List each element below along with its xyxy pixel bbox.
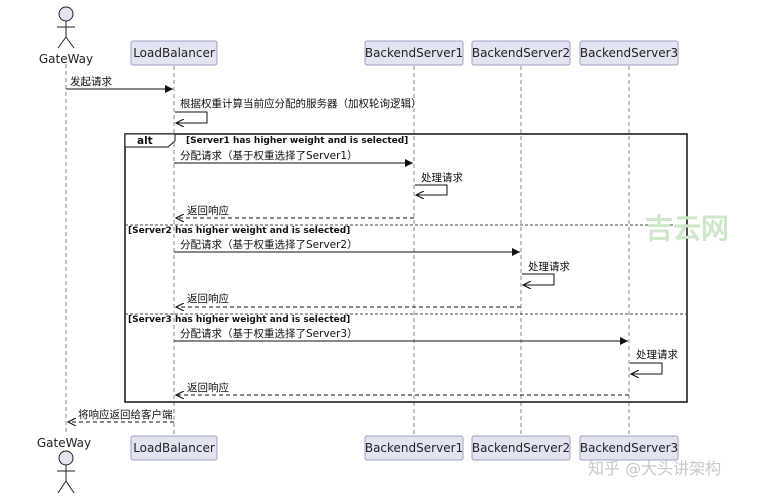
bs3-box-bottom bbox=[579, 435, 679, 461]
bs2-box-bottom bbox=[471, 435, 571, 461]
bs3-box-top bbox=[579, 40, 679, 66]
alt-guard-2: [Server2 has higher weight and is select… bbox=[128, 226, 350, 236]
msg-weight-calc: 根据权重计算当前应分配的服务器（加权轮询逻辑） bbox=[180, 97, 422, 110]
arrow-process-server3 bbox=[630, 362, 663, 374]
msg-return-client: 将响应返回给客户端 bbox=[78, 408, 173, 421]
gateway-label-bottom: GateWay bbox=[37, 436, 91, 450]
msg-assign-server3: 分配请求（基于权重选择了Server3） bbox=[180, 327, 358, 340]
lb-label-top: LoadBalancer bbox=[133, 46, 215, 60]
lb-label-bottom: LoadBalancer bbox=[133, 441, 215, 455]
msg-response-server3: 返回响应 bbox=[187, 381, 229, 394]
alt-frame bbox=[124, 133, 688, 403]
bs1-label-top: BackendServer1 bbox=[365, 46, 463, 60]
bs3-label-bottom: BackendServer3 bbox=[580, 441, 678, 455]
watermark-site: 吉云网 bbox=[645, 212, 729, 245]
bs2-box-top bbox=[471, 40, 571, 66]
msg-process-server3: 处理请求 bbox=[636, 348, 678, 361]
lb-box-top bbox=[130, 40, 218, 66]
bs3-label-top: BackendServer3 bbox=[580, 46, 678, 60]
bs1-box-top bbox=[364, 40, 464, 66]
arrow-weight-calc bbox=[175, 111, 208, 123]
arrow-process-server1 bbox=[415, 184, 448, 195]
bs2-label-bottom: BackendServer2 bbox=[472, 441, 570, 455]
alt-label: alt bbox=[137, 135, 153, 147]
gateway-label-top: GateWay bbox=[39, 52, 93, 66]
msg-process-server2: 处理请求 bbox=[528, 260, 570, 273]
arrow-process-server2 bbox=[522, 273, 555, 285]
bs1-label-bottom: BackendServer1 bbox=[365, 441, 463, 455]
alt-tab bbox=[124, 133, 176, 148]
alt-guard-3: [Server3 has higher weight and is select… bbox=[128, 315, 350, 325]
gateway-actor-top bbox=[57, 6, 75, 49]
msg-response-server2: 返回响应 bbox=[187, 292, 229, 305]
msg-assign-server1: 分配请求（基于权重选择了Server1） bbox=[180, 149, 358, 162]
bs2-label-top: BackendServer2 bbox=[472, 46, 570, 60]
alt-guard-1: [Server1 has higher weight and is select… bbox=[186, 136, 408, 146]
msg-send-request: 发起请求 bbox=[70, 75, 112, 88]
msg-assign-server2: 分配请求（基于权重选择了Server2） bbox=[180, 238, 358, 251]
gateway-actor-bottom bbox=[57, 450, 75, 494]
msg-process-server1: 处理请求 bbox=[421, 171, 463, 184]
bs1-box-bottom bbox=[364, 435, 464, 461]
watermark-zhihu: 知乎 @大头讲架构 bbox=[588, 459, 721, 478]
msg-response-server1: 返回响应 bbox=[187, 204, 229, 217]
lb-box-bottom bbox=[130, 435, 218, 461]
